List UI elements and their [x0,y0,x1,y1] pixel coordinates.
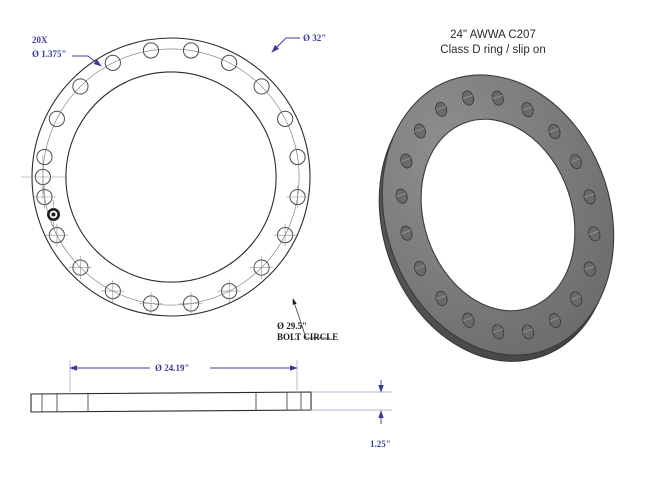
flange-front-view: 20X Ø 1.375" Ø 32" Ø 29.5" BOLT CIRCLE [20,33,338,342]
iso-bolt-hole [395,188,408,204]
iso-bolt-hole [588,226,601,242]
hole-center-mark [45,223,69,247]
iso-bolt-hole [548,124,561,140]
iso-bolt-hole [400,225,413,241]
outer-diameter-circle [31,37,311,317]
iso-bolt-hole [413,123,426,139]
bolt-hole [182,42,200,59]
bolt-hole [48,110,65,127]
hole-center-mark [33,185,56,209]
bolt-hole [289,148,306,166]
bolt-hole [277,110,294,127]
hole-diameter-leader [72,55,102,67]
iso-bolt-hole [435,101,448,117]
iso-bolt-hole [491,90,504,106]
flange-side-view: Ø 24.19" 1.25" [30,360,392,449]
iso-bolt-hole [400,153,413,169]
hole-center-mark [139,292,163,315]
iso-bolt-hole [583,261,596,277]
thickness-dimension [311,380,392,424]
bolt-hole-group [34,42,306,312]
iso-bolt-hole [569,154,582,170]
iso-bolt-hole [435,290,448,306]
thickness-label: 1.25" [370,439,391,449]
title-line-2: Class D ring / slip on [440,44,545,56]
title-line-1: 24" AWWA C207 [450,29,536,41]
outer-diameter-leader [271,37,300,53]
bolt-circle-label: BOLT CIRCLE [277,332,338,342]
hole-qty-label: 20X [32,35,48,45]
hole-center-mark [101,279,125,303]
bolt-circle-diameter-label: Ø 29.5" [277,321,307,331]
datum-marker [46,200,60,230]
iso-bolt-hole [548,313,561,329]
hole-center-mark [68,256,92,280]
hole-center-mark [217,279,241,303]
bolt-circle-arc [42,48,300,306]
bolt-hole [253,78,270,95]
hole-center-marks [20,155,309,315]
bore-diameter-label: Ø 24.19" [155,363,190,373]
bore-circle [65,71,277,283]
iso-bolt-hole [522,324,534,340]
iso-hole-group [395,90,601,340]
iso-bolt-hole [462,90,474,106]
side-plate-body [30,391,312,413]
hole-center-mark [179,292,203,315]
bolt-hole [104,54,121,71]
iso-bolt-hole [521,102,534,118]
hole-center-mark [250,256,274,280]
flange-isometric-view [378,74,615,362]
iso-bolt-hole [570,291,583,307]
bolt-circle-leader [292,298,330,339]
iso-bolt-hole [492,324,505,340]
iso-bolt-hole [583,189,596,205]
hole-center-mark [20,155,65,199]
hole-diameter-label: Ø 1.375" [32,49,67,59]
iso-bolt-hole [414,260,427,276]
outer-diameter-label: Ø 32" [303,33,326,43]
bolt-hole [36,148,53,166]
iso-face [381,74,615,356]
bolt-hole [221,54,238,71]
hole-center-mark [273,223,297,247]
iso-bolt-hole [462,312,475,328]
dim-text-mask [150,361,210,374]
bolt-hole [72,78,89,95]
bolt-hole [142,42,160,59]
hole-center-mark [286,185,309,209]
